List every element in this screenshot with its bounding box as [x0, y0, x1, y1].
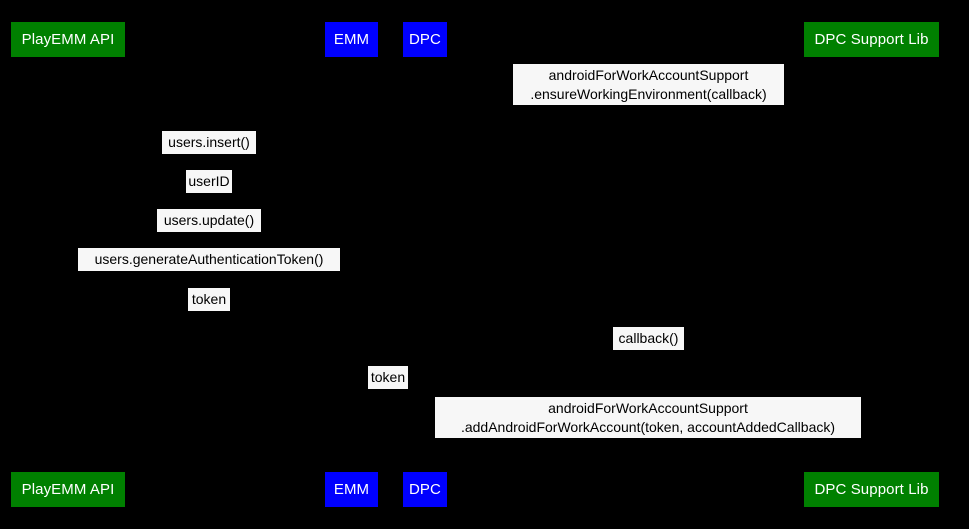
message-label-generate-authentication-token: users.generateAuthenticationToken(): [78, 248, 340, 271]
message-label-line: token: [191, 291, 227, 307]
participant-label: DPC Support Lib: [814, 481, 929, 498]
message-label-line: users.update(): [163, 212, 255, 228]
participant-label: DPC Support Lib: [814, 31, 929, 48]
participant-bottom-emm[interactable]: EMM: [325, 472, 378, 507]
participant-bottom-dpc[interactable]: DPC: [403, 472, 447, 507]
message-label-line: .addAndroidForWorkAccount(token, account…: [460, 418, 836, 435]
message-label-line: token: [370, 369, 406, 385]
message-label-token-to-dpc: token: [368, 366, 408, 389]
participant-label: EMM: [333, 481, 370, 498]
message-label-line: users.insert(): [168, 134, 250, 150]
participant-label: EMM: [333, 31, 370, 48]
participant-top-dpc[interactable]: DPC: [403, 22, 447, 57]
message-label-line: androidForWorkAccountSupport: [548, 66, 749, 83]
message-label-callback: callback(): [613, 327, 684, 350]
participant-top-dpc-support-lib[interactable]: DPC Support Lib: [804, 22, 939, 57]
participant-top-emm[interactable]: EMM: [325, 22, 378, 57]
message-label-line: userID: [188, 173, 230, 189]
message-label-line: callback(): [618, 330, 679, 346]
participant-bottom-dpc-support-lib[interactable]: DPC Support Lib: [804, 472, 939, 507]
participant-label: DPC: [409, 31, 441, 48]
participant-label: DPC: [409, 481, 441, 498]
participant-label: PlayEMM API: [21, 31, 115, 48]
message-label-users-insert: users.insert(): [162, 131, 256, 154]
participant-bottom-playemm-api[interactable]: PlayEMM API: [11, 472, 125, 507]
message-label-add-android-for-work-account: androidForWorkAccountSupport .addAndroidF…: [435, 397, 861, 438]
message-label-line: users.generateAuthenticationToken(): [94, 251, 324, 267]
message-label-line: .ensureWorkingEnvironment(callback): [530, 85, 767, 102]
participant-label: PlayEMM API: [21, 481, 115, 498]
message-label-token-to-emm: token: [188, 288, 230, 311]
message-label-line: androidForWorkAccountSupport: [548, 399, 748, 416]
message-label-ensure-working-environment: androidForWorkAccountSupport .ensureWorki…: [513, 64, 784, 105]
participant-top-playemm-api[interactable]: PlayEMM API: [11, 22, 125, 57]
message-label-user-id: userID: [186, 170, 232, 193]
message-label-users-update: users.update(): [157, 209, 261, 232]
